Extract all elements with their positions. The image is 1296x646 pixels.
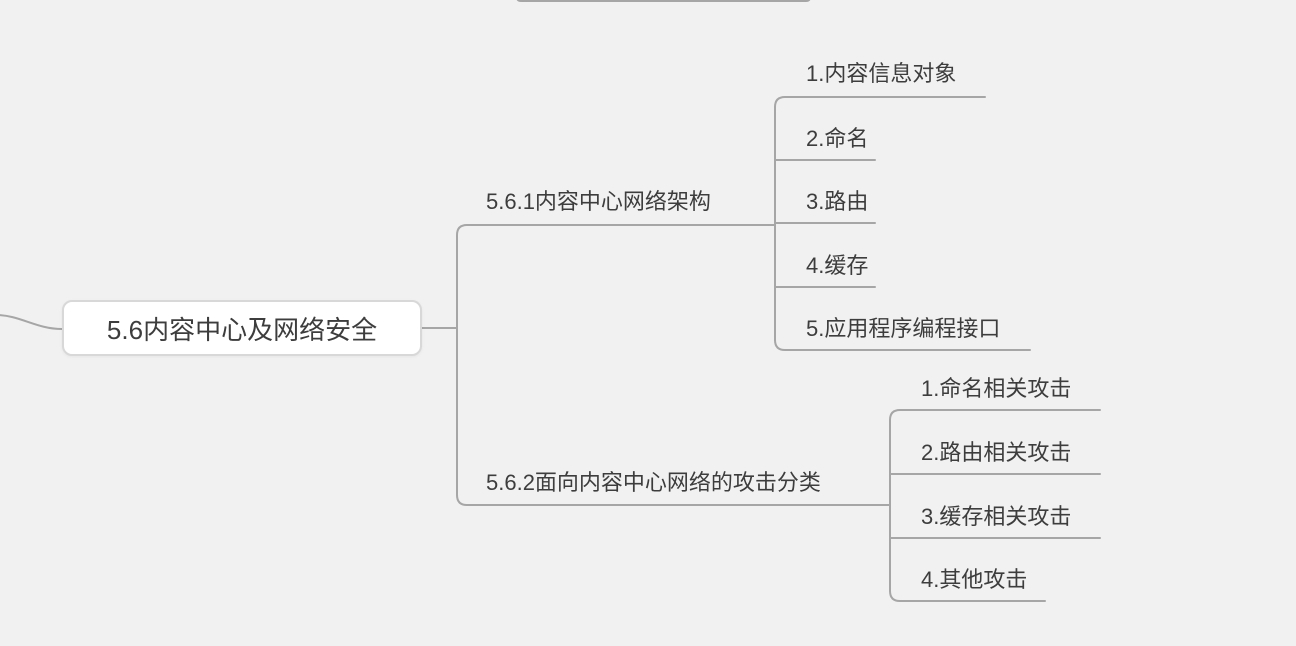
incoming-connector-left — [0, 314, 63, 330]
topic-branch-2-child-4[interactable]: 4.其他攻击 — [921, 567, 1028, 592]
partial-node-top-edge[interactable] — [516, 0, 811, 2]
topic-branch-1-child-4[interactable]: 4.缓存 — [806, 253, 869, 278]
underline-branch-2-child-1 — [889, 409, 1101, 421]
topic-branch-1-child-5[interactable]: 5.应用程序编程接口 — [806, 316, 1001, 341]
connector-branch-1 — [456, 224, 776, 329]
topic-branch-1-child-3[interactable]: 3.路由 — [806, 189, 869, 214]
topic-branch-2-child-3[interactable]: 3.缓存相关攻击 — [921, 504, 1072, 529]
underline-branch-1-child-1 — [774, 96, 986, 108]
topic-branch-2[interactable]: 5.6.2面向内容中心网络的攻击分类 — [486, 470, 821, 495]
topic-branch-2-child-2[interactable]: 2.路由相关攻击 — [921, 440, 1072, 465]
connector-branch-2 — [456, 327, 891, 506]
topic-branch-2-child-1[interactable]: 1.命名相关攻击 — [921, 376, 1072, 401]
central-topic[interactable]: 5.6内容中心及网络安全 — [62, 300, 422, 356]
topic-branch-1-child-2[interactable]: 2.命名 — [806, 126, 869, 151]
underline-branch-2-child-4 — [889, 590, 1046, 602]
topic-branch-1-child-1[interactable]: 1.内容信息对象 — [806, 61, 957, 86]
central-topic-label: 5.6内容中心及网络安全 — [106, 314, 378, 345]
underline-branch-1-child-5 — [774, 339, 1031, 351]
topic-branch-1[interactable]: 5.6.1内容中心网络架构 — [486, 189, 711, 214]
